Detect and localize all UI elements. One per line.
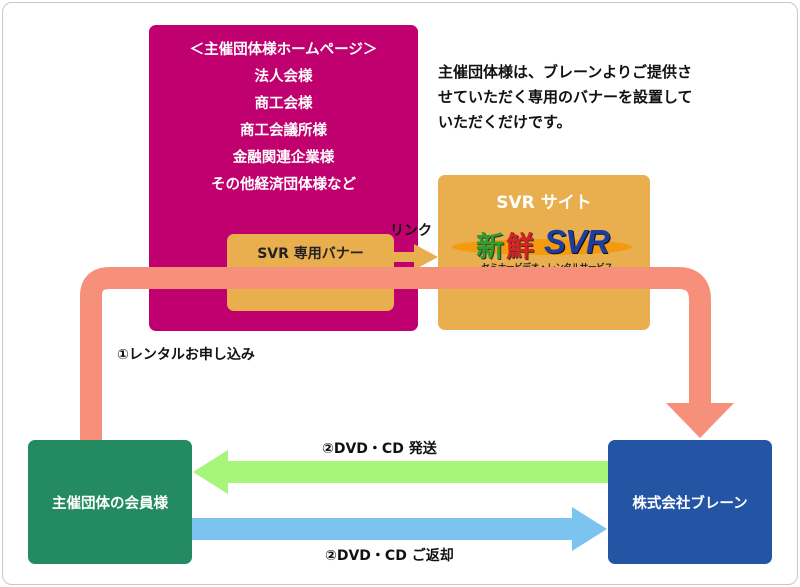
ship-label: ②DVD・CD 発送 [322,441,437,457]
logo-char-shin: 新 [476,230,504,263]
host-item: 商工会議所様 [240,123,327,139]
brain-node-label: 株式会社ブレーン [632,495,748,512]
return-label: ②DVD・CD ご返却 [325,548,454,564]
member-node-label: 主催団体の会員様 [52,495,168,512]
description-line: 主催団体様は、ブレーンよりご提供さ [438,63,692,81]
member-node: 主催団体の会員様 [28,440,192,564]
description-text: 主催団体様は、ブレーンよりご提供さ せていただく専用のバナーを設置して いただく… [438,60,778,135]
brain-node: 株式会社ブレーン [608,440,772,564]
svr-banner-label: SVR 専用バナー [257,246,364,262]
apply-label: ①レンタルお申し込み [117,347,255,363]
link-label: リンク [390,223,432,239]
host-item: 法人会様 [254,69,313,85]
svr-site-box: SVR サイト 新 鮮 SVR セミナービデオ・レンタルサービス [438,175,650,330]
svr-banner[interactable]: SVR 専用バナー [227,234,394,311]
host-list: ＜主催団体様ホームページ＞ 法人会様 商工会様 商工会議所様 金融関連企業様 そ… [149,37,418,199]
logo-ellipse [452,239,632,255]
svr-site-title: SVR サイト [496,193,592,213]
host-item: その他経済団体様など [211,177,356,193]
shinsen-svr-logo: 新 鮮 SVR セミナービデオ・レンタルサービス [448,223,640,277]
logo-subtitle: セミナービデオ・レンタルサービス [481,263,613,273]
description-line: いただくだけです。 [438,113,572,131]
logo-char-sen: 鮮 [506,230,535,263]
host-item: 金融関連企業様 [232,150,335,166]
host-heading: ＜主催団体様ホームページ＞ [189,42,378,58]
description-line: せていただく専用のバナーを設置して [438,88,693,106]
logo-brand: SVR [544,223,610,260]
host-item: 商工会様 [254,96,313,112]
